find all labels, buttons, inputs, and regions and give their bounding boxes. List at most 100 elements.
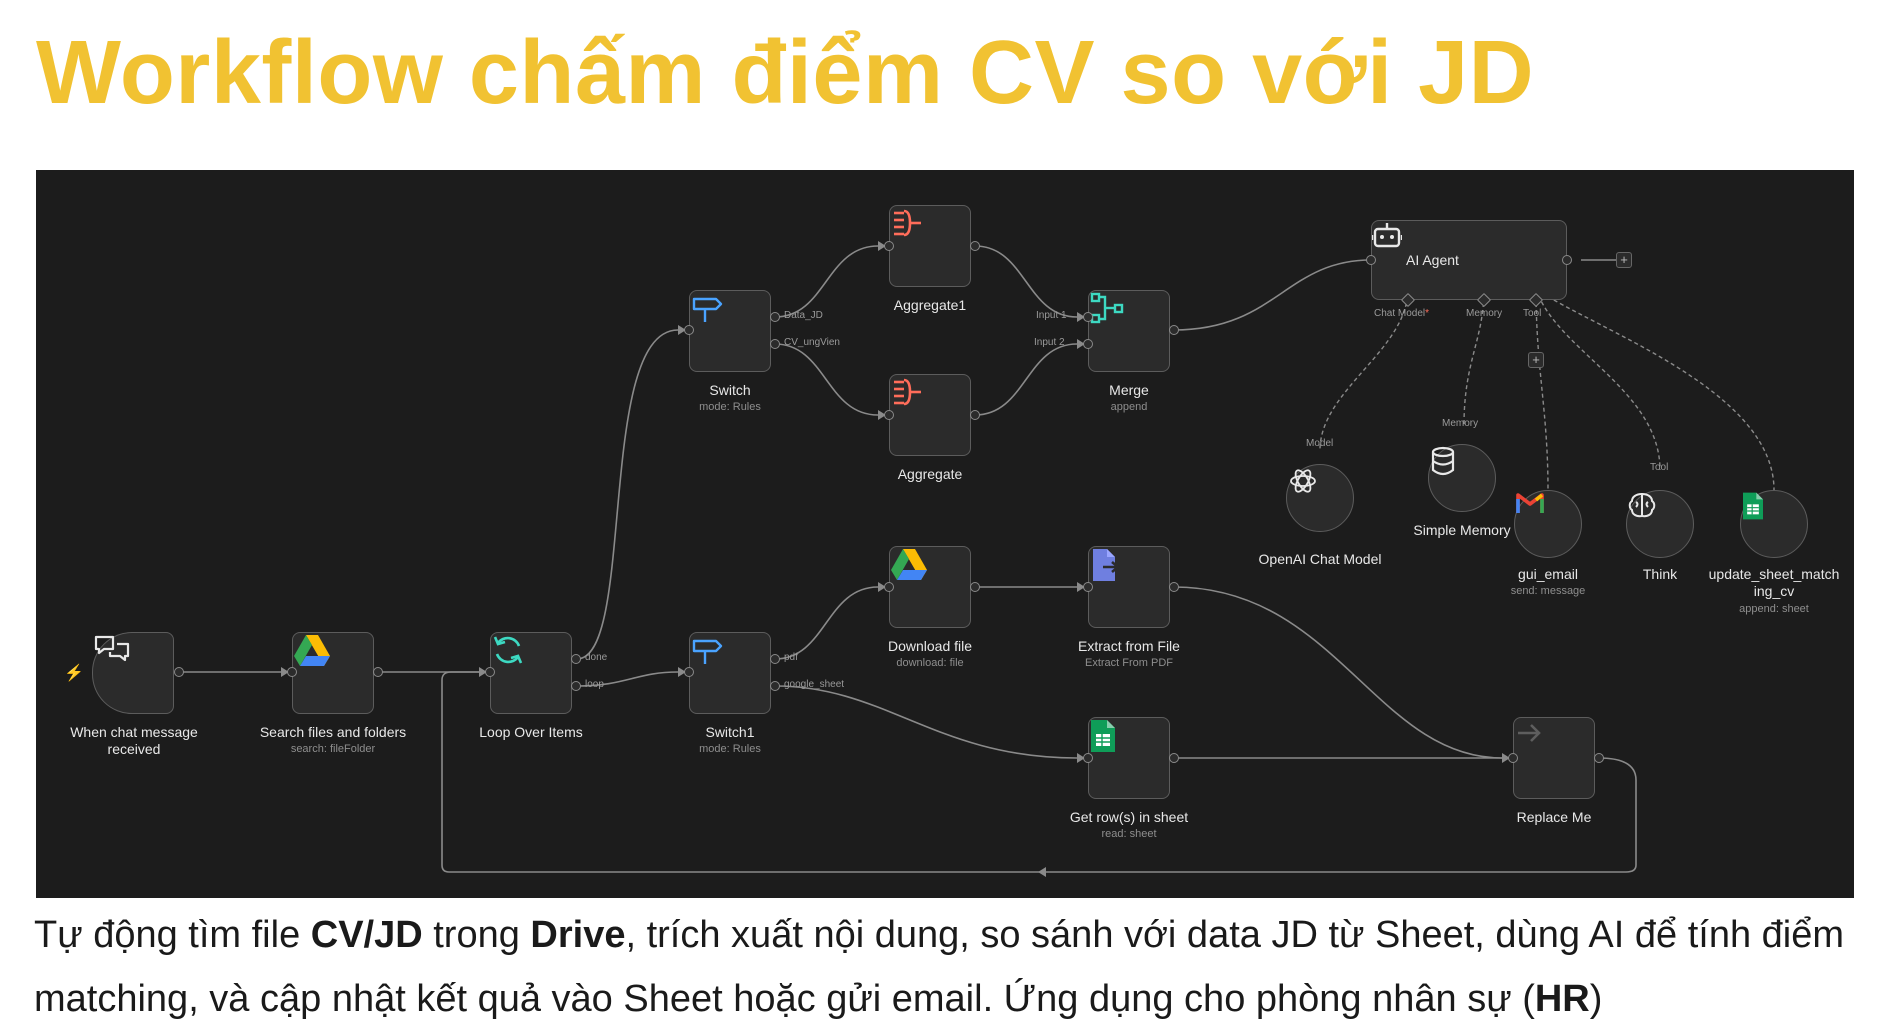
switch-out1-port[interactable]	[770, 312, 780, 322]
replace-in-port[interactable]	[1508, 753, 1518, 763]
conn-loop-switch	[576, 329, 679, 660]
ai-agent-node[interactable]: AI Agent	[1371, 220, 1567, 300]
brain-icon	[1628, 492, 1656, 518]
loop-done-port[interactable]	[571, 654, 581, 664]
agent-add-output-button[interactable]: +	[1616, 252, 1632, 268]
search-out-port[interactable]	[373, 667, 383, 677]
workflow-canvas[interactable]: ⚡ When chat message received Search file…	[36, 170, 1854, 898]
loop-loop-label: loop	[585, 679, 604, 690]
openai-port-label: Model	[1306, 438, 1334, 449]
merge-in1-label: Input 1	[1036, 310, 1067, 321]
database-icon	[1431, 446, 1455, 476]
merge-in2-port[interactable]	[1083, 339, 1093, 349]
aggregate1-out-port[interactable]	[970, 241, 980, 251]
memory-label: Simple Memory	[1413, 522, 1511, 538]
aggregate1-node[interactable]	[889, 205, 971, 287]
getrows-in-port[interactable]	[1083, 753, 1093, 763]
trigger-label: When chat message received	[70, 724, 198, 757]
update-sheet-node[interactable]	[1740, 490, 1808, 558]
think-node[interactable]	[1626, 490, 1694, 558]
extract-out-port[interactable]	[1169, 582, 1179, 592]
switch1-node[interactable]	[689, 632, 771, 714]
switch-sub: mode: Rules	[699, 401, 761, 413]
conn-think-agent	[1535, 288, 1661, 471]
merge-icon	[1090, 292, 1124, 324]
conn-extract-replace	[1173, 586, 1503, 759]
aggregate-icon	[894, 209, 921, 237]
loop-done-label: done	[585, 652, 608, 663]
download-in-port[interactable]	[884, 582, 894, 592]
aggregate-label: Aggregate	[897, 466, 963, 482]
agent-memory-label: Memory	[1466, 308, 1503, 319]
aggregate-node[interactable]	[889, 374, 971, 456]
aggregate-icon	[894, 378, 921, 406]
simple-memory-node[interactable]	[1428, 444, 1496, 512]
switch-node[interactable]	[689, 290, 771, 372]
trigger-node[interactable]	[92, 632, 174, 714]
memory-port-label: Memory	[1442, 418, 1479, 429]
getrows-out-port[interactable]	[1169, 753, 1179, 763]
download-out-port[interactable]	[970, 582, 980, 592]
merge-label: Merge	[1109, 382, 1149, 398]
aggregate1-in-port[interactable]	[884, 241, 894, 251]
agent-in-port[interactable]	[1366, 255, 1376, 265]
loop-loop-port[interactable]	[571, 681, 581, 691]
trigger-out-port[interactable]	[174, 667, 184, 677]
merge-out-port[interactable]	[1169, 325, 1179, 335]
think-label: Think	[1642, 566, 1678, 582]
conn-loop-switch1	[576, 671, 679, 687]
extract-node[interactable]	[1088, 546, 1170, 628]
openai-label: OpenAI Chat Model	[1258, 551, 1382, 567]
agent-out-port[interactable]	[1562, 255, 1572, 265]
conn-switch1-download	[774, 586, 879, 660]
conn-gmail-agent	[1535, 288, 1549, 491]
openai-icon	[1290, 469, 1316, 493]
agent-chat-label: Chat Model*	[1374, 308, 1430, 319]
switch1-label: Switch1	[705, 724, 755, 740]
extract-sub: Extract From PDF	[1084, 657, 1174, 669]
conn-aggregate-merge	[974, 343, 1078, 416]
conn-switch1-getrows	[774, 685, 1078, 759]
switch-label: Switch	[709, 382, 751, 398]
switch-in-port[interactable]	[684, 325, 694, 335]
loop-in-port[interactable]	[485, 667, 495, 677]
switch1-out2-port[interactable]	[770, 681, 780, 691]
openai-chat-model-node[interactable]	[1286, 464, 1354, 532]
signpost-icon	[692, 297, 723, 322]
search-files-node[interactable]	[292, 632, 374, 714]
extract-in-port[interactable]	[1083, 582, 1093, 592]
replace-me-node[interactable]	[1513, 717, 1595, 799]
download-node[interactable]	[889, 546, 971, 628]
update-sheet-label: update_sheet_match ing_cv	[1708, 566, 1840, 599]
loop-node[interactable]	[490, 632, 572, 714]
gmail-label: gui_email	[1518, 566, 1578, 582]
gmail-sub: send: message	[1510, 585, 1586, 597]
required-marker: *	[1425, 308, 1430, 319]
caption-text-4: )	[1589, 978, 1603, 1020]
download-sub: download: file	[896, 657, 964, 669]
switch1-out1-port[interactable]	[770, 654, 780, 664]
switch1-out1-label: pdf	[784, 652, 798, 663]
page-title: Workflow chấm điểm CV so với JD	[36, 23, 1535, 123]
caption-text-1: Tự động tìm file	[34, 914, 311, 956]
switch1-sub: mode: Rules	[699, 743, 761, 755]
aggregate-out-port[interactable]	[970, 410, 980, 420]
merge-in1-port[interactable]	[1083, 312, 1093, 322]
switch-out2-port[interactable]	[770, 339, 780, 349]
gmail-node[interactable]	[1514, 490, 1582, 558]
switch1-in-port[interactable]	[684, 667, 694, 677]
getrows-node[interactable]	[1088, 717, 1170, 799]
google-sheets-icon	[1091, 720, 1115, 752]
refresh-icon	[493, 636, 523, 664]
agent-add-tool-button[interactable]: +	[1528, 352, 1544, 368]
conn-aggregate1-merge	[974, 245, 1078, 318]
aggregate-in-port[interactable]	[884, 410, 894, 420]
robot-icon	[1372, 223, 1402, 248]
replace-out-port[interactable]	[1594, 753, 1604, 763]
replace-label: Replace Me	[1516, 809, 1592, 825]
file-extract-icon	[1093, 549, 1121, 581]
merge-node[interactable]	[1088, 290, 1170, 372]
conn-replace-loop	[441, 671, 1637, 873]
caption-bold-cvjd: CV/JD	[310, 914, 423, 956]
search-in-port[interactable]	[287, 667, 297, 677]
